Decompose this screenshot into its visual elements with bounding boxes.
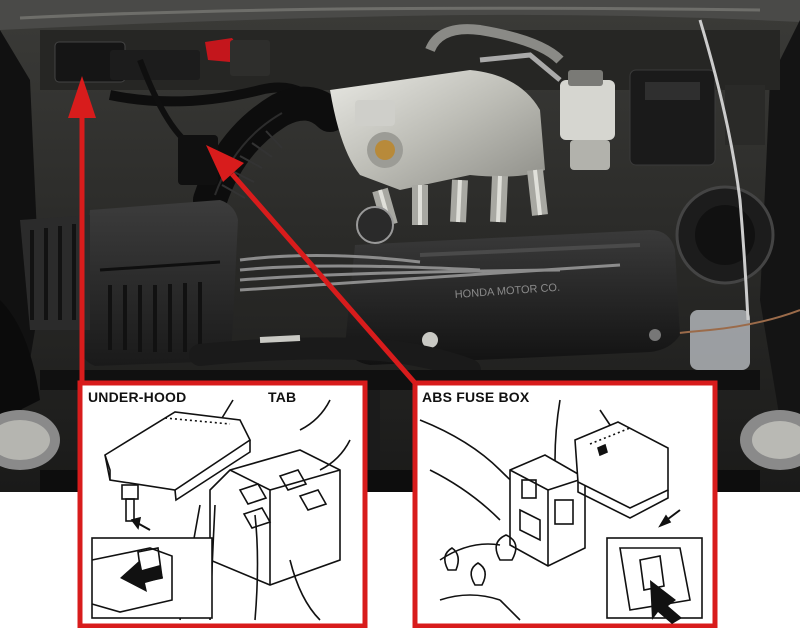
right-fender: [760, 20, 800, 440]
abs-fuse-box-drawing: [419, 399, 703, 621]
abs-fuse-box-photo: [178, 135, 218, 185]
oil-filler-cap: [356, 206, 394, 244]
brake-master-cylinder: [560, 70, 615, 170]
engine-photo: HONDA MOTOR CO.: [0, 0, 800, 492]
callout-arrows: [68, 76, 417, 385]
underhood-pointer-arrow: [120, 560, 163, 592]
right-module: [629, 69, 775, 370]
underhood-title: UNDER-HOOD: [88, 389, 187, 405]
valve-cover: HONDA MOTOR CO.: [345, 230, 680, 365]
tab-leader-line: [221, 399, 234, 419]
abs-pointer-arrow: [650, 580, 682, 624]
underhood-fuse-box-drawing: [91, 399, 351, 621]
spark-plug-wires: [239, 253, 621, 292]
intake-manifold: [330, 70, 548, 228]
abs-fuse-box-title: ABS FUSE BOX: [422, 389, 530, 405]
underhood-callout-arrow: [68, 76, 96, 383]
air-cleaner-box: [20, 200, 238, 366]
abs-callout-arrow: [206, 145, 417, 385]
tab-callout-label: TAB: [268, 389, 297, 405]
lower-radiator-hose: [189, 337, 481, 381]
